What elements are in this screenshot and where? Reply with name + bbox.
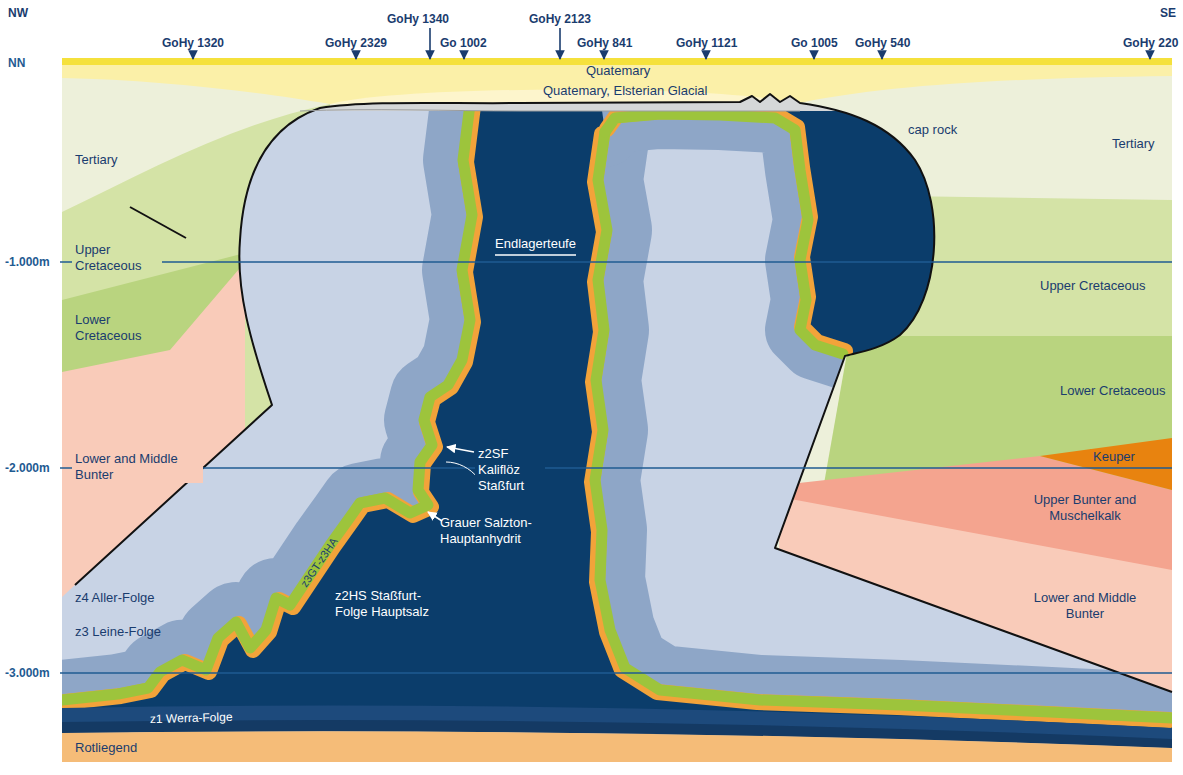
dome-outline <box>75 94 1172 692</box>
anhydrite-band <box>592 134 1169 720</box>
salt-label: z2HS Staßfurt-Folge Hauptsalz <box>335 588 437 620</box>
borehole-arrow <box>559 28 561 59</box>
salt-clay-band <box>595 132 1172 718</box>
salt-dome <box>62 90 1172 762</box>
salt-label: z2SF Kaliflöz Staßfurt <box>475 446 545 494</box>
aller-salt <box>62 90 1172 762</box>
rotliegend-layer <box>62 731 1172 762</box>
layer-label: Keuper <box>1090 449 1138 465</box>
borehole-label: Go 1002 <box>440 36 487 51</box>
salt-clay-band <box>605 114 843 354</box>
borehole-label: GoHy 1340 <box>387 12 449 27</box>
depth-lines <box>60 262 1172 673</box>
borehole-arrow <box>881 51 883 59</box>
quaternary-layer <box>62 64 1172 104</box>
borehole-label: GoHy 841 <box>577 36 632 51</box>
salt-label: Grauer Salzton-Hauptanhydrit <box>440 515 552 547</box>
depth-label: Endlagerteufe <box>495 236 576 252</box>
borehole-arrow <box>1149 51 1151 59</box>
salt-label: z4 Aller-Folge <box>75 590 154 606</box>
leader-arrow <box>447 447 474 452</box>
salt-clay-band <box>62 104 472 700</box>
borehole-arrows <box>193 28 1150 59</box>
layer-label: Tertiary <box>75 152 118 168</box>
cap-rock-base <box>300 110 800 111</box>
fault-line <box>130 207 186 238</box>
compass-label: SE <box>1160 6 1176 21</box>
tertiary-layer <box>62 58 1172 762</box>
leine-salt <box>62 104 472 700</box>
compass-label: NW <box>8 6 28 21</box>
keuper-layer <box>1040 438 1172 490</box>
borehole-label: GoHy 1121 <box>676 36 737 51</box>
layer-label: Quatemary, Elsterian Glacial <box>543 83 708 99</box>
layer-label: Lower and Middle Bunter <box>1025 590 1145 622</box>
depth-label: -2.000m <box>5 461 50 476</box>
salt-label: z3GT-z3HA <box>298 535 341 590</box>
layer-label: Lower and Middle Bunter <box>72 451 203 483</box>
salt-clay-band <box>62 104 1172 718</box>
layer-label: Quatemary <box>586 63 650 79</box>
layer-label: Lower Cretaceous <box>75 312 159 344</box>
layer-label: Upper Cretaceous <box>72 242 162 274</box>
leader-arrow <box>428 512 442 521</box>
layer-label: cap rock <box>908 122 957 138</box>
leine-salt <box>62 104 1172 718</box>
borehole-label: GoHy 540 <box>855 36 910 51</box>
label-underline <box>495 254 576 256</box>
depth-line <box>60 467 1172 469</box>
fold-arc <box>446 462 478 478</box>
layer-label: Upper Cretaceous <box>1040 278 1146 294</box>
depth-label: -1.000m <box>5 255 50 270</box>
datum-label: NN <box>8 56 25 71</box>
borehole-label: GoHy 2329 <box>325 36 387 51</box>
layer-label: Upper Bunter and Muschelkalk <box>1025 492 1145 524</box>
depth-label: -3.000m <box>5 666 50 681</box>
depth-line <box>60 261 1172 263</box>
borehole-label: Go 1005 <box>791 36 838 51</box>
borehole-arrow <box>603 51 605 59</box>
depth-line <box>60 672 1172 674</box>
borehole-arrow <box>429 28 431 59</box>
layer-label: Lower Cretaceous <box>1060 383 1166 399</box>
borehole-label: GoHy 1320 <box>162 36 224 51</box>
hauptsalz <box>605 90 970 365</box>
layer-label: Tertiary <box>1112 136 1155 152</box>
borehole-arrow <box>355 51 357 59</box>
borehole-label: GoHy 2123 <box>529 12 591 27</box>
borehole-arrow <box>463 51 465 59</box>
salt-label: z1 Werra-Folge <box>150 710 233 727</box>
borehole-arrow <box>192 51 194 59</box>
borehole-arrow <box>705 51 707 59</box>
hauptsalz <box>62 96 1172 735</box>
borehole-arrow <box>813 51 815 59</box>
borehole-label: GoHy 220 <box>1123 36 1178 51</box>
strata <box>62 58 1172 762</box>
salt-label: z3 Leine-Folge <box>75 624 161 640</box>
layer-label: Rotliegend <box>75 740 137 756</box>
